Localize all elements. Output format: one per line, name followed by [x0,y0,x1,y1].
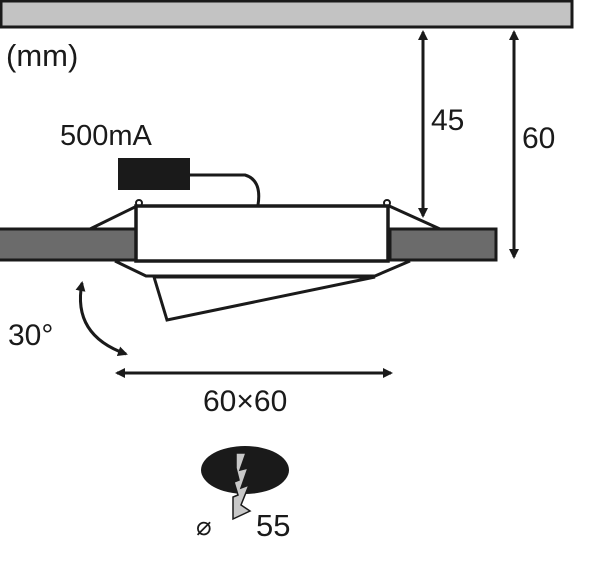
spring-clip-right [386,203,441,231]
dimension-60-label: 60 [522,122,555,155]
luminaire-housing [134,204,390,263]
diameter-value-label: 55 [256,508,290,543]
driver-box [118,158,190,190]
cutout-dimension-label: 60×60 [203,385,287,418]
luminaire-bezel [114,259,411,278]
ceiling-top-bar [0,0,574,29]
ceiling-panel-right [388,227,498,262]
driver-current-label: 500mA [60,120,153,152]
tilt-angle-arrow [75,281,128,357]
unit-label: (mm) [6,38,78,73]
drill-bolt-icon [232,452,252,521]
dimension-45-label: 45 [431,104,464,137]
driver-cable [190,173,261,206]
spring-clip-left [89,203,140,231]
tilt-angle-label: 30° [8,319,53,352]
ceiling-panel-left [0,227,138,262]
tilted-lamp-head [151,275,376,322]
diameter-symbol: ⌀ [196,511,212,541]
